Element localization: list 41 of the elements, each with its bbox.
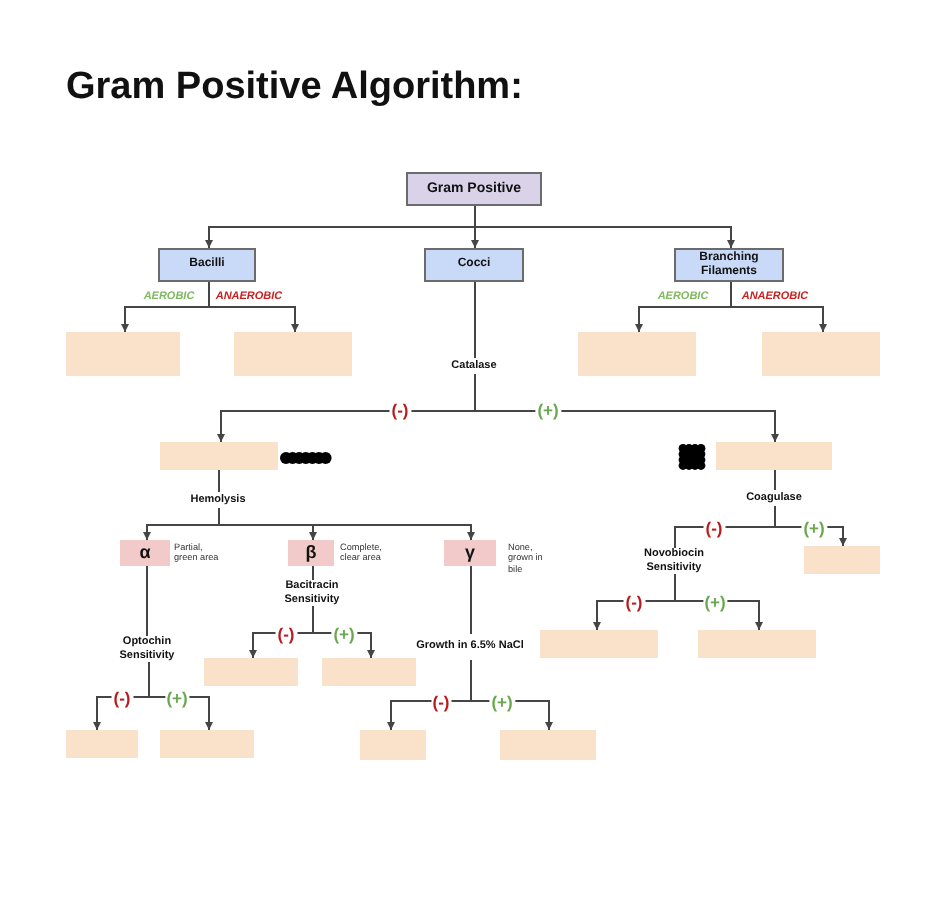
edge-label: (-) <box>389 401 411 419</box>
edge-label: (+) <box>164 688 190 706</box>
answer-box <box>578 332 696 376</box>
arrow <box>208 281 299 333</box>
answer-box <box>500 730 596 760</box>
answer-box <box>204 658 298 686</box>
edge-label: (-) <box>623 593 645 611</box>
arrow <box>474 373 779 443</box>
connector-line <box>146 565 148 637</box>
arrow <box>148 661 213 731</box>
answer-box <box>804 546 880 574</box>
edge-label: (-) <box>430 692 452 710</box>
connector-line <box>474 281 476 359</box>
answer-box <box>540 630 658 658</box>
answer-box <box>322 658 416 686</box>
answer-box <box>698 630 816 658</box>
hemolysis-type-box: α <box>120 540 170 566</box>
diagram-title: Gram Positive Algorithm: <box>66 68 523 110</box>
answer-box <box>66 730 138 758</box>
answer-box <box>762 332 880 376</box>
connector-line <box>312 565 314 581</box>
answer-box <box>160 730 254 758</box>
edge-label: (+) <box>489 692 515 710</box>
answer-box <box>234 332 352 376</box>
edge-label: (-) <box>703 519 725 537</box>
edge-label: (+) <box>535 401 561 419</box>
answer-box <box>360 730 426 760</box>
hemolysis-type-box: γ <box>444 540 496 566</box>
edge-label: (+) <box>801 519 827 537</box>
arrow <box>730 281 827 333</box>
answer-box <box>66 332 180 376</box>
answer-box <box>716 442 832 470</box>
edge-label: (+) <box>331 624 357 642</box>
edge-label: (-) <box>275 624 297 642</box>
connector-line <box>470 565 472 635</box>
hemolysis-type-box: β <box>288 540 334 566</box>
connector-line <box>218 469 220 493</box>
connector-line <box>774 469 776 491</box>
edge-label: (+) <box>702 593 728 611</box>
edge-label: (-) <box>111 688 133 706</box>
answer-box <box>160 442 278 470</box>
